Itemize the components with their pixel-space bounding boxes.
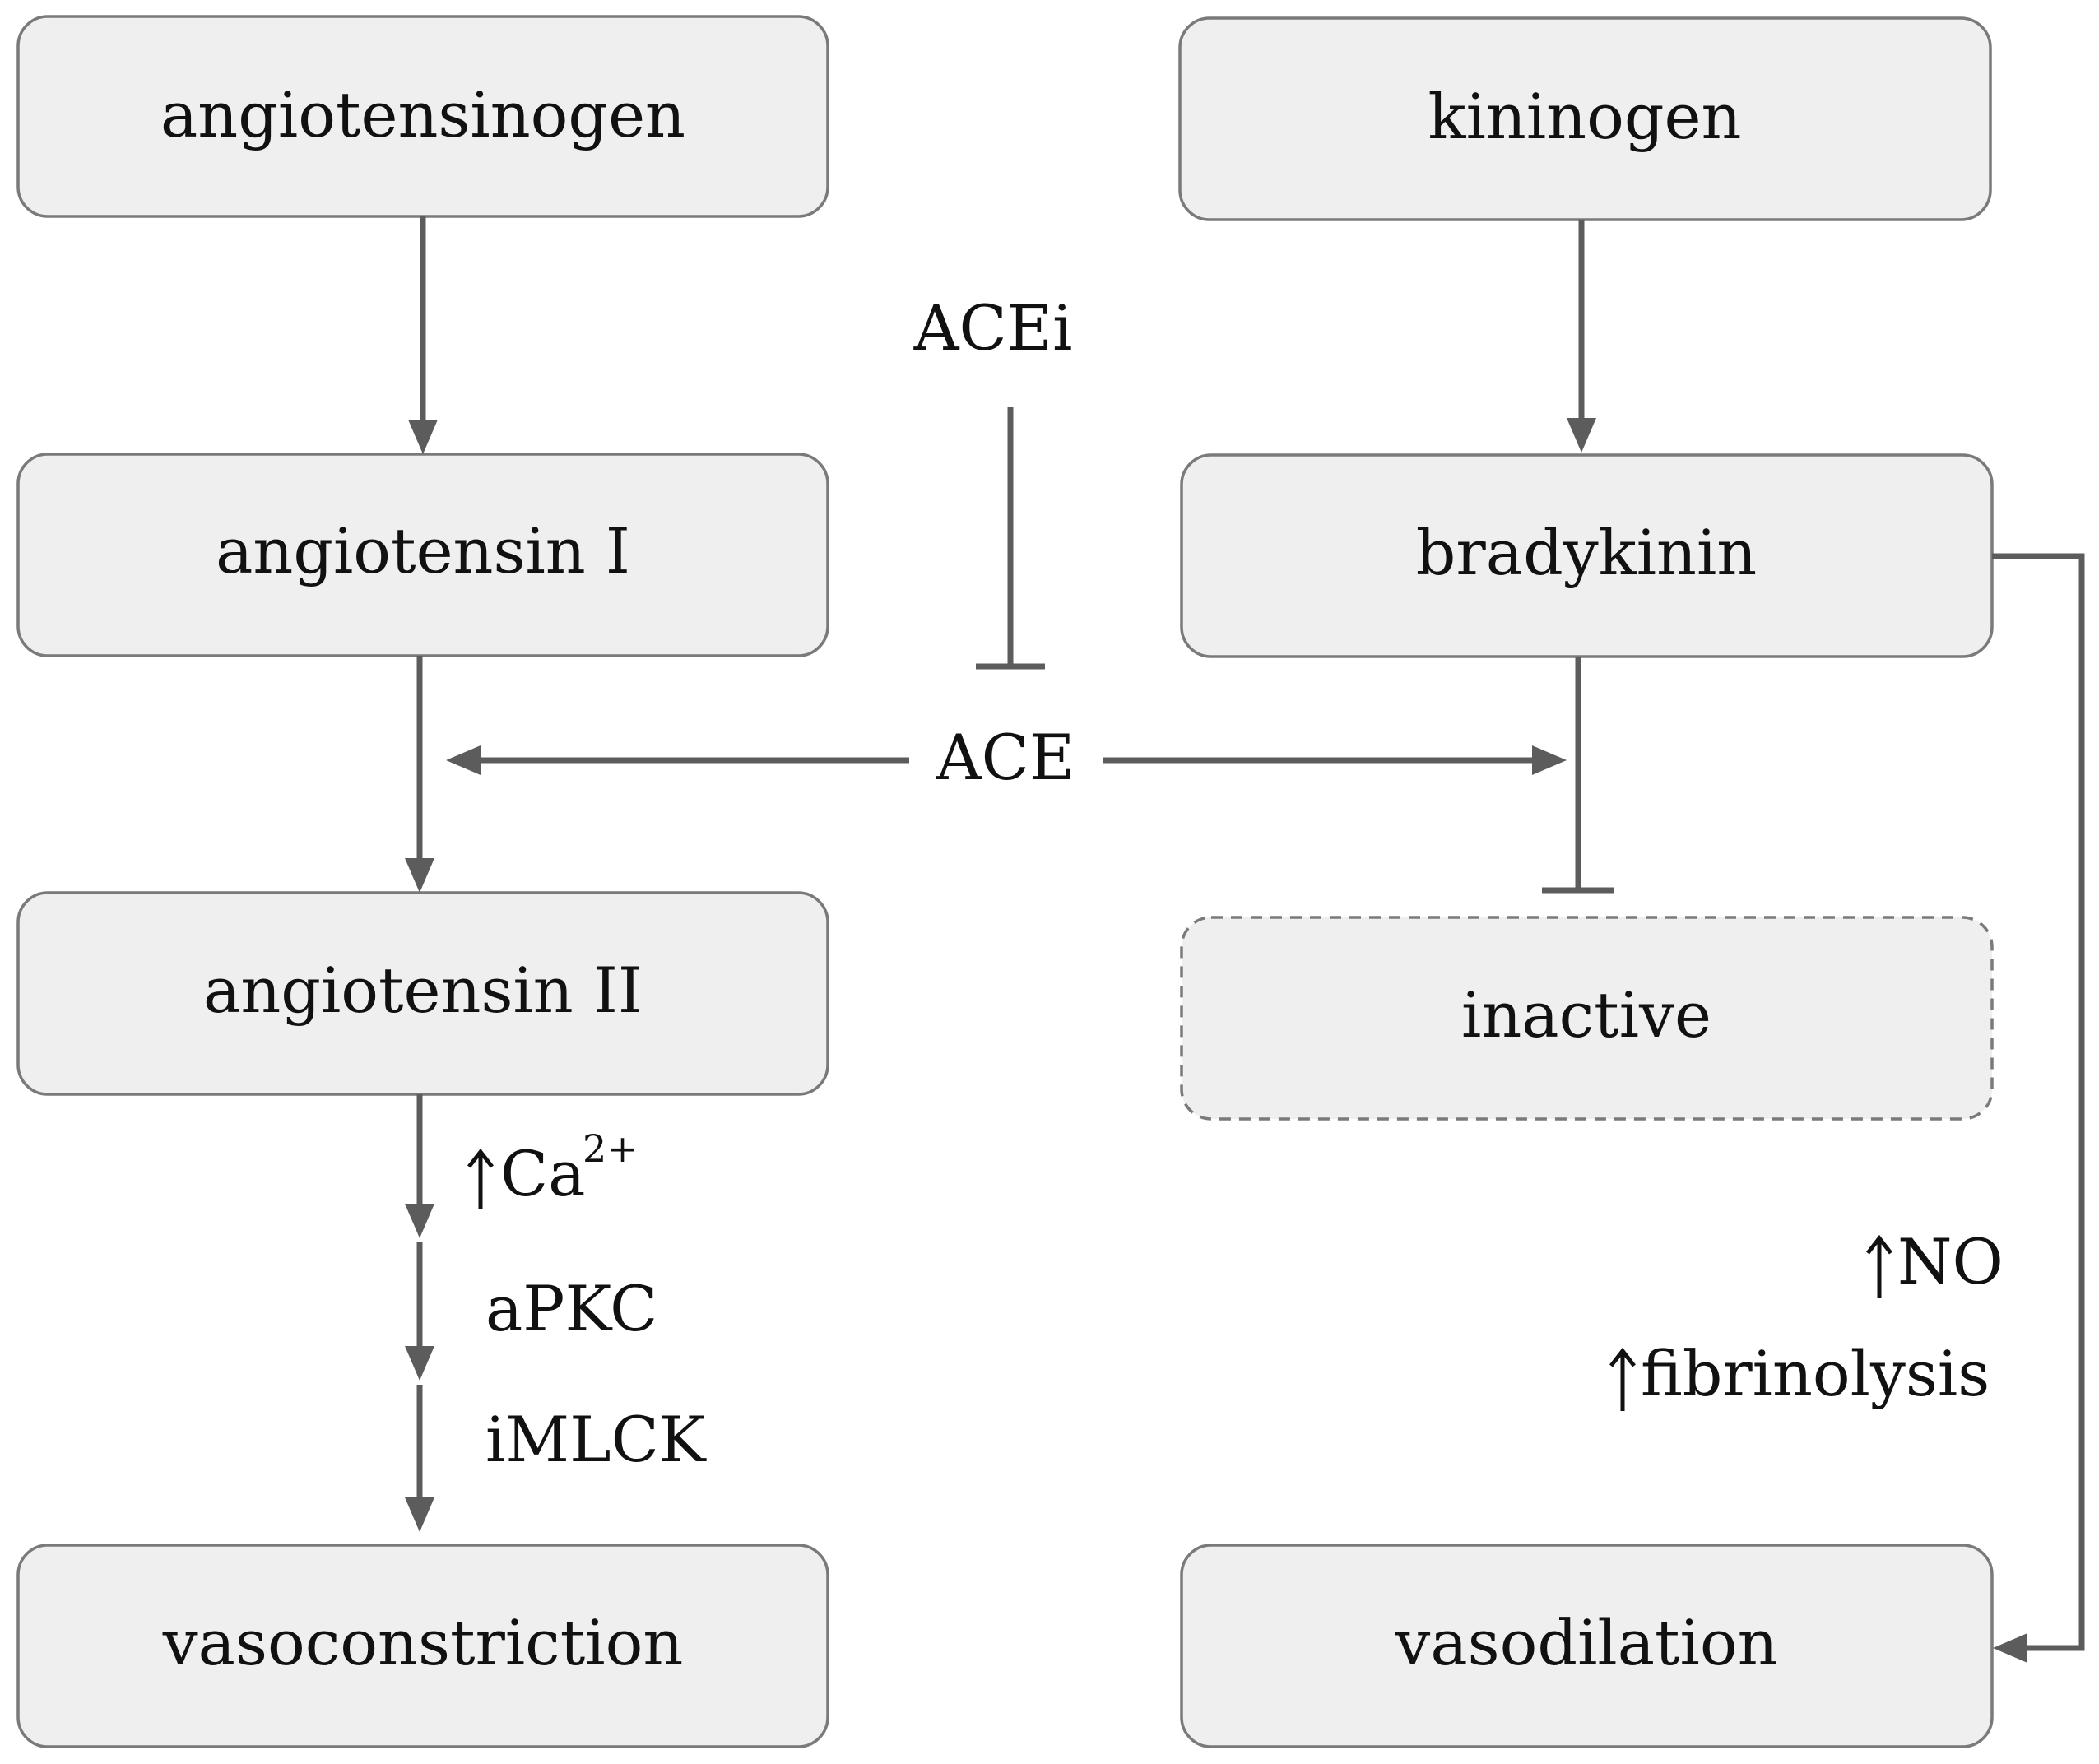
node-kininogen: kininogen [1178,16,1992,221]
node-vasodilation: vasodilation [1180,1544,1994,1748]
edge-ca-to-apkc [405,1242,434,1381]
node-angiotensin-2: angiotensin II [16,891,829,1096]
node-kininogen-label: kininogen [1428,80,1742,153]
edge-ace-to-bradykinin-path [1103,745,1567,775]
node-inactive-label: inactive [1461,978,1711,1051]
node-vasodilation-label: vasodilation [1394,1606,1777,1679]
edge-kininogen-to-bradykinin [1567,220,1596,453]
edge-bradykinin-to-vasodilation [1992,553,2085,1663]
node-bradykinin: bradykinin [1180,453,1994,658]
label-apkc: aPKC [485,1272,657,1345]
node-bradykinin-label: bradykinin [1416,516,1757,589]
up-arrow-icon [1866,1234,1892,1298]
edge-apkc-to-vasoconstriction [405,1385,434,1532]
node-angiotensinogen-label: angiotensinogen [160,78,685,151]
node-vasoconstriction-label: vasoconstriction [162,1606,684,1679]
edge-angiotensinogen-to-angiotensin-1 [408,216,438,454]
edge-angiotensin-1-to-angiotensin-2 [405,656,434,893]
label-ca: Ca [500,1137,585,1210]
label-no: NO [1897,1225,2004,1298]
edge-bradykinin-inhibit-inactive [1542,657,1614,894]
label-fibrinolysis: fibrinolysis [1641,1337,1990,1410]
node-vasoconstriction: vasoconstriction [16,1544,829,1748]
label-imlck: iMLCK [485,1403,707,1476]
node-angiotensin-1: angiotensin I [16,453,829,657]
label-ca-superscript: 2+ [583,1126,639,1171]
edge-acei-inhibit-ace [976,407,1045,670]
label-ace: ACE [936,721,1075,794]
up-arrow-icon [467,1148,494,1209]
node-angiotensin-1-label: angiotensin I [216,514,630,587]
label-acei: ACEi [913,291,1073,364]
node-inactive: inactive [1180,916,1994,1121]
node-angiotensinogen: angiotensinogen [16,15,829,218]
node-angiotensin-2-label: angiotensin II [203,954,643,1027]
edge-ace-to-angiotensin [446,745,909,775]
up-arrow-icon [1609,1347,1636,1411]
edge-angiotensin-2-to-ca [405,1094,434,1238]
